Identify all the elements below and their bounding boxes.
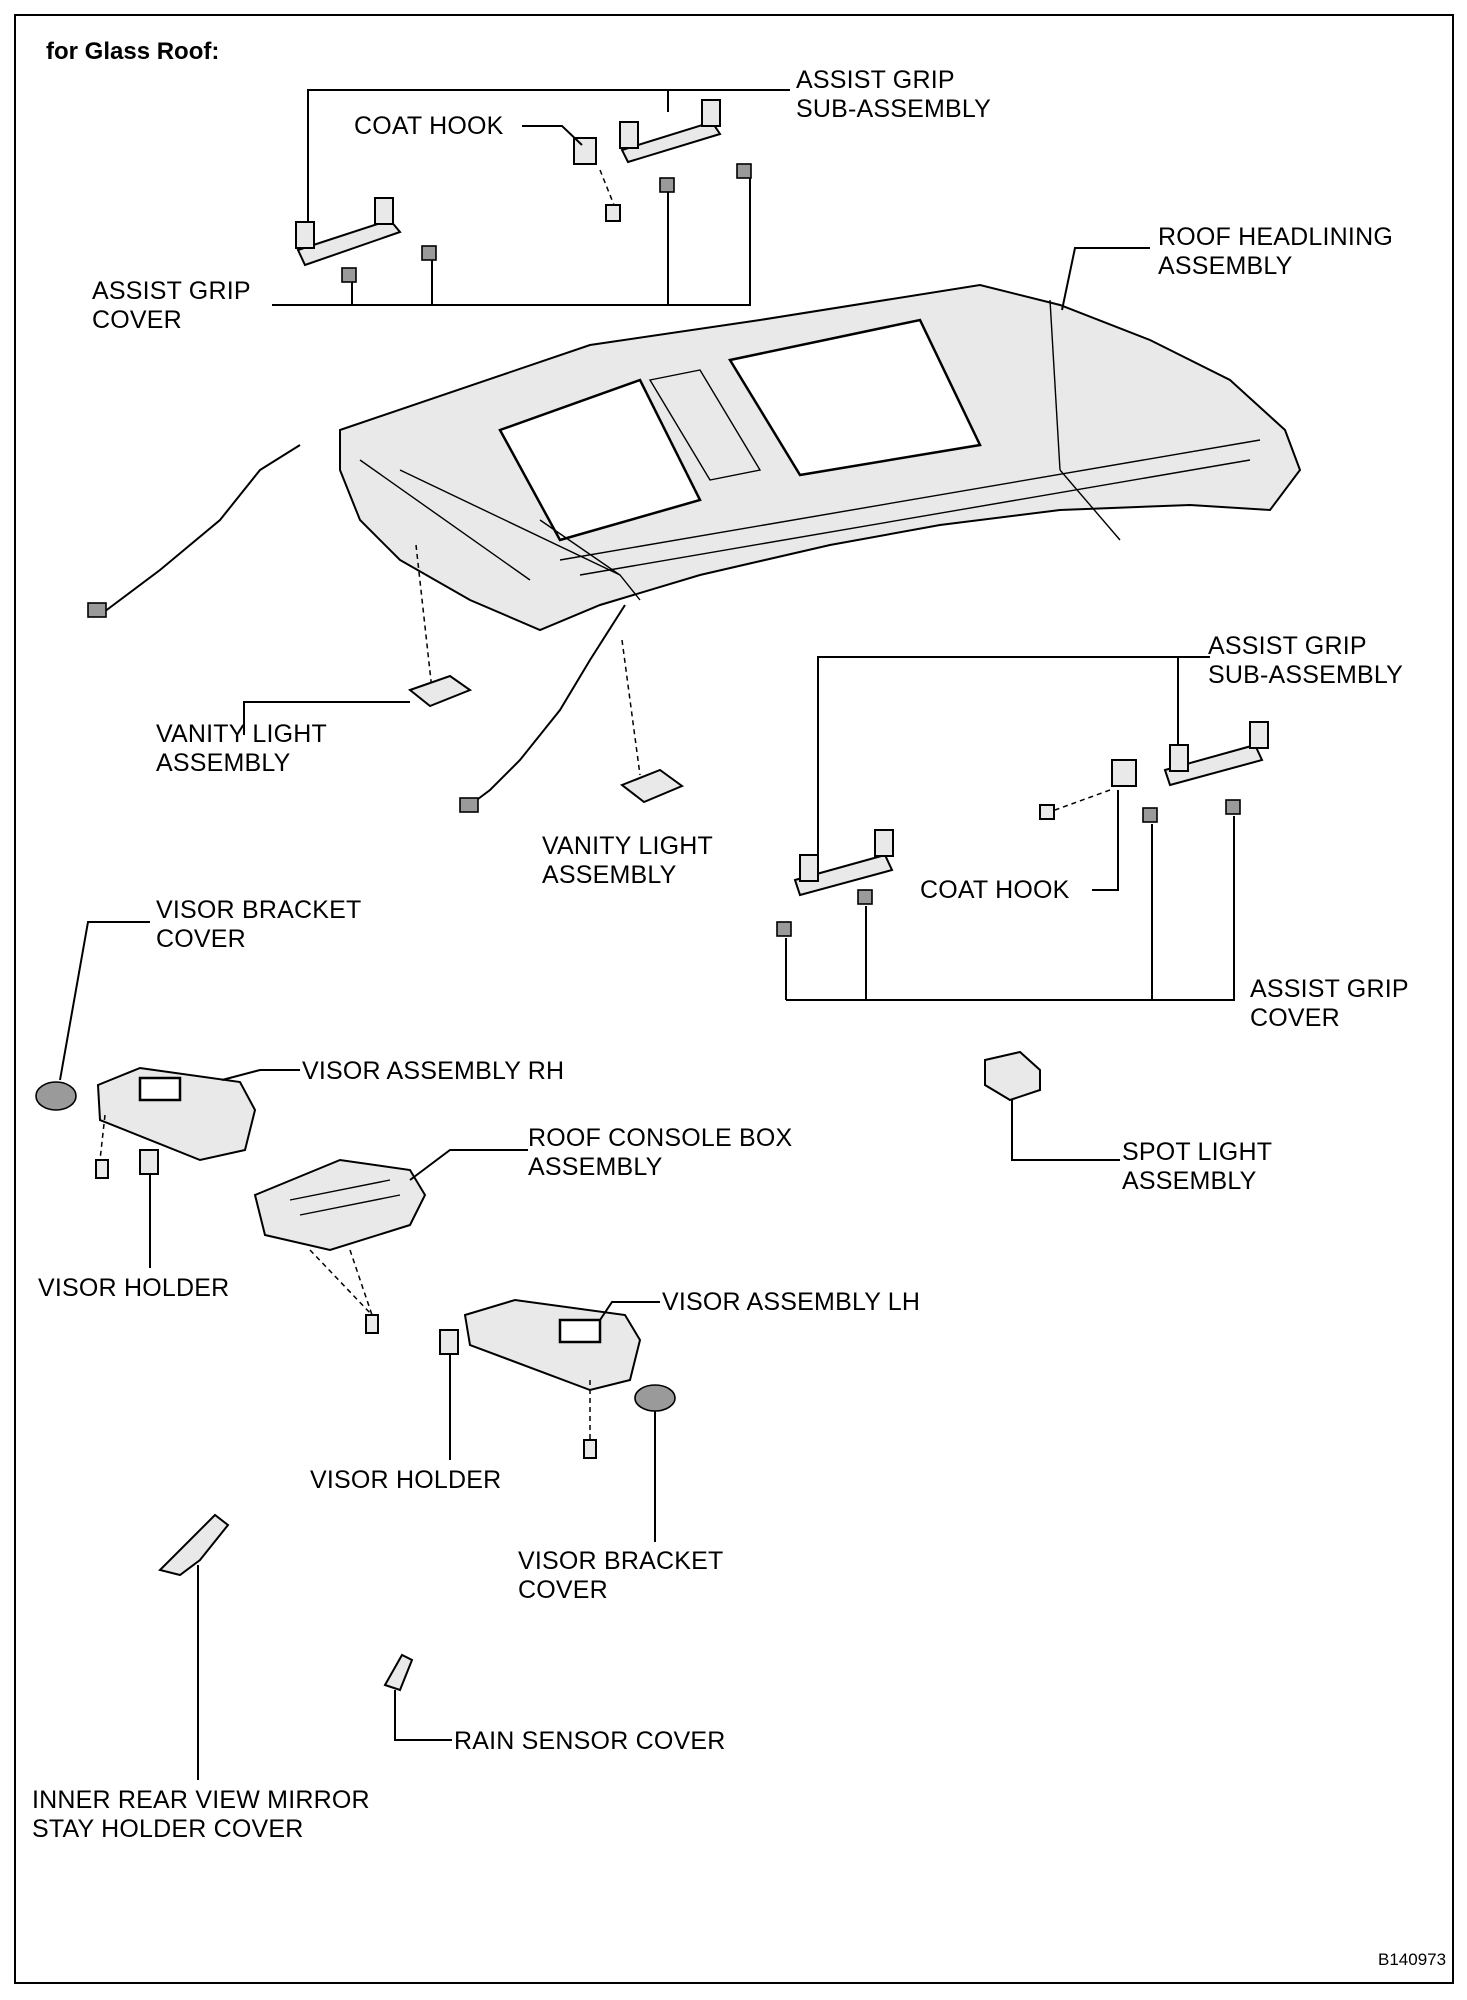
vanity-light-left-part bbox=[407, 674, 473, 708]
leader-assist-grip-cover-right bbox=[785, 816, 1235, 1001]
roof-console-screw bbox=[365, 1314, 379, 1334]
front-harness-wire bbox=[469, 604, 626, 806]
figure-code: B140973 bbox=[1378, 1950, 1447, 1969]
assist-grip-top-left-part bbox=[295, 197, 402, 267]
mirror-stay-cover-part bbox=[158, 1513, 230, 1577]
grip-cover-3 bbox=[659, 177, 675, 193]
visor-rh-screw bbox=[95, 1159, 109, 1179]
leader-visor-lh bbox=[599, 1301, 660, 1321]
rain-sensor-cover-part bbox=[383, 1653, 414, 1692]
vanity-left-dashed bbox=[415, 544, 433, 691]
front-harness-connector bbox=[459, 797, 479, 813]
roof-console-dashed bbox=[309, 1249, 373, 1316]
grip-cover-1 bbox=[341, 267, 357, 283]
label-assist-grip-sub-top: ASSIST GRIP SUB-ASSEMBLY bbox=[796, 66, 992, 123]
leader-roof-console bbox=[409, 1149, 528, 1181]
visor-rh-part bbox=[96, 1066, 257, 1162]
grip-cover-8 bbox=[1225, 799, 1241, 815]
vanity-center-dashed bbox=[621, 639, 641, 776]
label-assist-grip-sub-right: ASSIST GRIP SUB-ASSEMBLY bbox=[1208, 632, 1404, 689]
label-assist-grip-cover-top: ASSIST GRIP COVER bbox=[92, 277, 251, 334]
label-visor-assembly-lh: VISOR ASSEMBLY LH bbox=[662, 1288, 921, 1316]
label-spot-light: SPOT LIGHT ASSEMBLY bbox=[1122, 1138, 1273, 1195]
grip-cover-6 bbox=[857, 889, 873, 905]
leader-vanity-left bbox=[243, 701, 410, 735]
leader-assist-grip-sub-top bbox=[307, 89, 790, 222]
roof-console-box-part bbox=[253, 1158, 427, 1252]
label-assist-grip-cover-right: ASSIST GRIP COVER bbox=[1250, 975, 1409, 1032]
coat-hook-top-dashed bbox=[599, 169, 615, 206]
assist-grip-top-right-part bbox=[619, 99, 722, 164]
assist-grip-right-top-part bbox=[1163, 721, 1269, 787]
label-coat-hook-top: COAT HOOK bbox=[354, 112, 504, 140]
leader-assist-grip-sub-right bbox=[817, 656, 1210, 855]
grip-cover-5 bbox=[776, 921, 792, 937]
coat-hook-top-screw bbox=[605, 204, 621, 222]
coat-hook-top-part bbox=[573, 137, 597, 165]
coat-hook-right-screw bbox=[1039, 804, 1055, 820]
vanity-light-center-part bbox=[619, 768, 685, 804]
coat-hook-right-part bbox=[1111, 759, 1137, 787]
grip-cover-2 bbox=[421, 245, 437, 261]
leader-visor-bracket-cover-top bbox=[59, 921, 150, 1081]
assist-grip-right-bottom-part bbox=[793, 829, 894, 897]
label-vanity-light-left: VANITY LIGHT ASSEMBLY bbox=[156, 720, 327, 777]
visor-rh-dashed bbox=[99, 1114, 106, 1161]
leader-assist-grip-cover-top bbox=[272, 178, 751, 306]
label-rain-sensor-cover: RAIN SENSOR COVER bbox=[454, 1727, 726, 1755]
leader-rain-sensor-cover bbox=[394, 1690, 452, 1741]
visor-bracket-cover-bottom-part bbox=[634, 1384, 676, 1412]
visor-holder-center-part bbox=[439, 1329, 459, 1355]
visor-lh-screw bbox=[583, 1439, 597, 1459]
left-harness-wire bbox=[99, 444, 301, 616]
leader-roof-headlining bbox=[1061, 247, 1150, 311]
visor-rh-mirror bbox=[138, 1076, 182, 1102]
label-roof-console-box: ROOF CONSOLE BOX ASSEMBLY bbox=[528, 1124, 793, 1181]
coat-hook-right-dashed bbox=[1054, 789, 1111, 811]
label-inner-mirror-cover: INNER REAR VIEW MIRROR STAY HOLDER COVER bbox=[32, 1786, 370, 1843]
label-visor-holder-center: VISOR HOLDER bbox=[310, 1466, 502, 1494]
label-roof-headlining: ROOF HEADLINING ASSEMBLY bbox=[1158, 223, 1393, 280]
grip-cover-7 bbox=[1142, 807, 1158, 823]
label-visor-holder-left: VISOR HOLDER bbox=[38, 1274, 230, 1302]
visor-lh-part bbox=[463, 1298, 642, 1392]
visor-lh-mirror bbox=[558, 1318, 602, 1344]
label-visor-assembly-rh: VISOR ASSEMBLY RH bbox=[302, 1057, 565, 1085]
leader-spot-light bbox=[1011, 1100, 1120, 1161]
leader-coat-hook-right bbox=[1092, 790, 1119, 891]
diagram-frame bbox=[14, 14, 1454, 1984]
visor-holder-left-part bbox=[139, 1149, 159, 1175]
visor-bracket-cover-top-part bbox=[35, 1081, 77, 1111]
spot-light-part bbox=[984, 1050, 1041, 1102]
roof-headlining-part bbox=[339, 283, 1302, 632]
leader-visor-rh bbox=[221, 1069, 300, 1081]
left-harness-connector bbox=[87, 602, 107, 618]
grip-cover-4 bbox=[736, 163, 752, 179]
label-visor-bracket-cover-bottom: VISOR BRACKET COVER bbox=[518, 1547, 724, 1604]
leader-coat-hook-top bbox=[522, 125, 583, 146]
page-title: for Glass Roof: bbox=[46, 38, 220, 65]
label-visor-bracket-cover-top: VISOR BRACKET COVER bbox=[156, 896, 362, 953]
label-coat-hook-right: COAT HOOK bbox=[920, 876, 1070, 904]
label-vanity-light-center: VANITY LIGHT ASSEMBLY bbox=[542, 832, 713, 889]
